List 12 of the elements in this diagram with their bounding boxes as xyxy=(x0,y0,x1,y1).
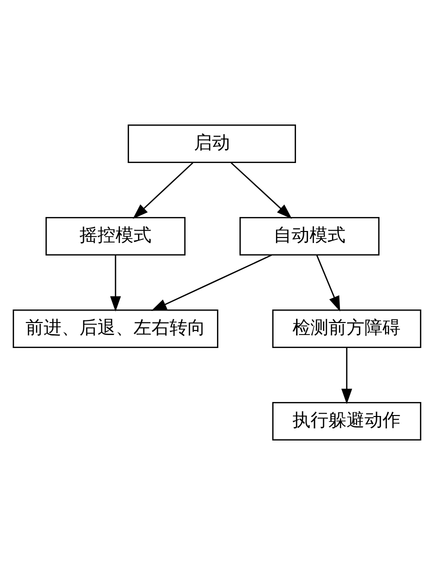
arrow xyxy=(151,254,272,311)
arrow xyxy=(316,255,340,312)
arrow xyxy=(110,255,121,312)
node-box: 摇控模式 xyxy=(46,216,186,256)
node-box: 检测前方障碍 xyxy=(272,309,422,348)
node-box: 自动模式 xyxy=(239,216,380,256)
node-box: 执行躲避动作 xyxy=(272,402,422,440)
arrow xyxy=(341,348,352,404)
arrow xyxy=(132,162,194,219)
node-box: 前进、后退、左右转向 xyxy=(12,309,218,348)
arrow xyxy=(230,162,292,219)
node-box: 启动 xyxy=(128,124,296,164)
